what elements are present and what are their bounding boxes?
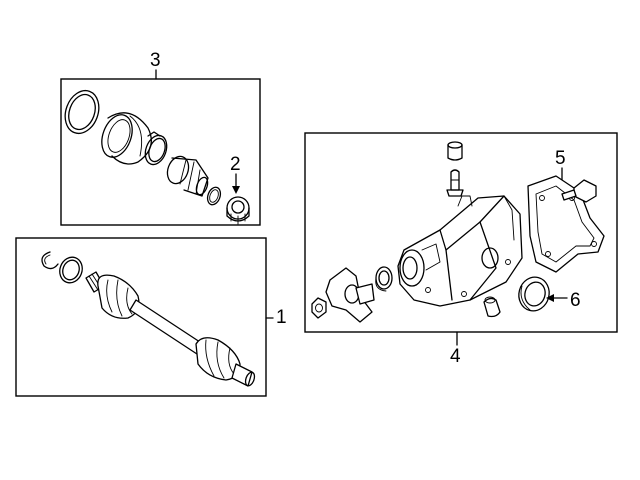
- pinion-flange: [325, 267, 375, 323]
- pinion-seal: [375, 266, 393, 292]
- callout-1: 1: [276, 307, 287, 328]
- differential-box: [304, 132, 618, 333]
- callout-2: 2: [230, 154, 241, 175]
- callout-5: 5: [555, 148, 566, 169]
- differential-housing: [397, 195, 523, 307]
- axle-shaft-parts: [41, 251, 256, 387]
- side-seal: [518, 276, 550, 312]
- boot-kit-box: [60, 78, 261, 226]
- boot-kit-parts: [64, 89, 250, 225]
- drain-plug: [483, 296, 501, 318]
- axle-nut: [226, 196, 250, 225]
- seal-ring: [59, 256, 83, 284]
- outer-boot: [101, 112, 152, 165]
- inner-boot: [166, 155, 209, 197]
- breather-cap: [447, 141, 463, 161]
- small-ring: [206, 186, 222, 206]
- snap-ring: [41, 251, 59, 270]
- breather-nipple: [446, 169, 464, 197]
- half-shaft: [85, 271, 256, 387]
- callout-6: 6: [570, 290, 581, 311]
- clamp-band: [144, 131, 168, 166]
- callout-3: 3: [150, 50, 161, 71]
- cover-bolt: [561, 179, 597, 203]
- axle-shaft-box: [15, 237, 267, 397]
- differential-parts: [311, 141, 605, 323]
- large-ring: [64, 89, 100, 135]
- callout-4: 4: [450, 346, 461, 367]
- flange-nut: [311, 297, 327, 319]
